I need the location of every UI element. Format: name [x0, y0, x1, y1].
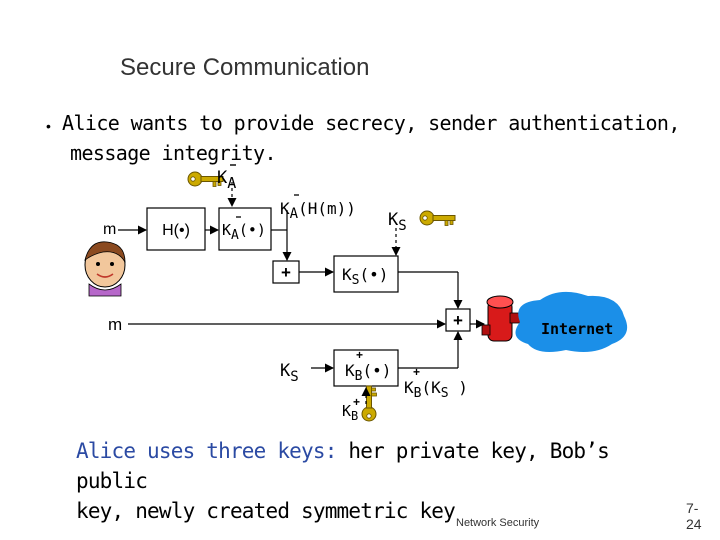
bullet-text: Alice wants to provide secrecy, sender a…	[62, 108, 702, 168]
caption-highlight: Alice uses three keys:	[76, 439, 337, 463]
bullet-dot: •	[46, 118, 51, 134]
hash-box	[146, 207, 206, 251]
caption-line-2: key, newly created symmetric key	[76, 499, 456, 523]
plus-symbol: +	[281, 263, 291, 282]
encrypted-key-label: KB(KS )	[404, 378, 468, 401]
slide-title: Secure Communication	[120, 54, 370, 81]
input-m: m	[103, 221, 116, 238]
private-key-label: KA	[217, 168, 236, 192]
internet-cloud-icon: Internet	[515, 291, 628, 352]
plus-superscript: +	[413, 365, 420, 379]
symmetric-encrypt-label: KS(•)	[342, 265, 388, 288]
sign-box	[218, 207, 272, 251]
plus-superscript: +	[356, 348, 363, 362]
slide-number-top: 7-	[686, 500, 699, 516]
public-encrypt-label: KB(•)	[345, 361, 391, 384]
alice-icon	[84, 241, 126, 297]
key-icon	[361, 385, 377, 422]
symmetric-encrypt-box	[333, 255, 399, 293]
signed-hash-label: KA(H(m))	[280, 199, 356, 222]
bullet-line-1: Alice wants to provide secrecy, sender a…	[62, 111, 680, 135]
caption: Alice uses three keys: her private key, …	[76, 436, 676, 526]
session-key-label: KS	[388, 210, 407, 234]
public-key-label: KB	[342, 402, 358, 423]
slide-number-bottom: 24	[686, 516, 702, 532]
plus-superscript: +	[353, 395, 360, 409]
footer: Network Security	[456, 517, 540, 529]
sign-box-label: KA(•)	[222, 221, 266, 243]
key-icon	[419, 210, 456, 226]
internet-label: Internet	[541, 320, 613, 338]
slide-number: 7- 24	[686, 500, 702, 532]
router-icon	[481, 295, 523, 342]
bullet-line-2: message integrity.	[70, 141, 277, 165]
lower-m: m	[108, 315, 122, 334]
hash-box-label: H(•)	[162, 222, 190, 239]
ks-lower-label: KS	[280, 361, 299, 385]
caption-rest: her private key, Bob’s public	[76, 439, 610, 493]
plus-symbol: +	[453, 311, 463, 330]
